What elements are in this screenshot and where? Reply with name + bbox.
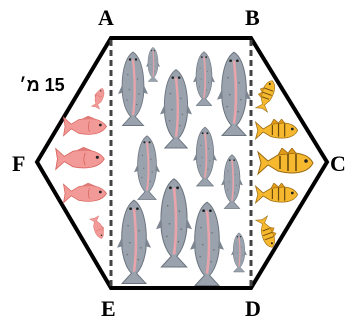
vertex-label-e: E — [101, 296, 116, 321]
vertex-label-d: D — [245, 296, 261, 321]
vertex-label-f: F — [12, 151, 25, 176]
vertex-label-b: B — [245, 5, 260, 30]
vertex-label-a: A — [98, 5, 114, 30]
side-length-label: 15 מ׳ — [19, 75, 64, 95]
vertex-label-c: C — [330, 151, 346, 176]
